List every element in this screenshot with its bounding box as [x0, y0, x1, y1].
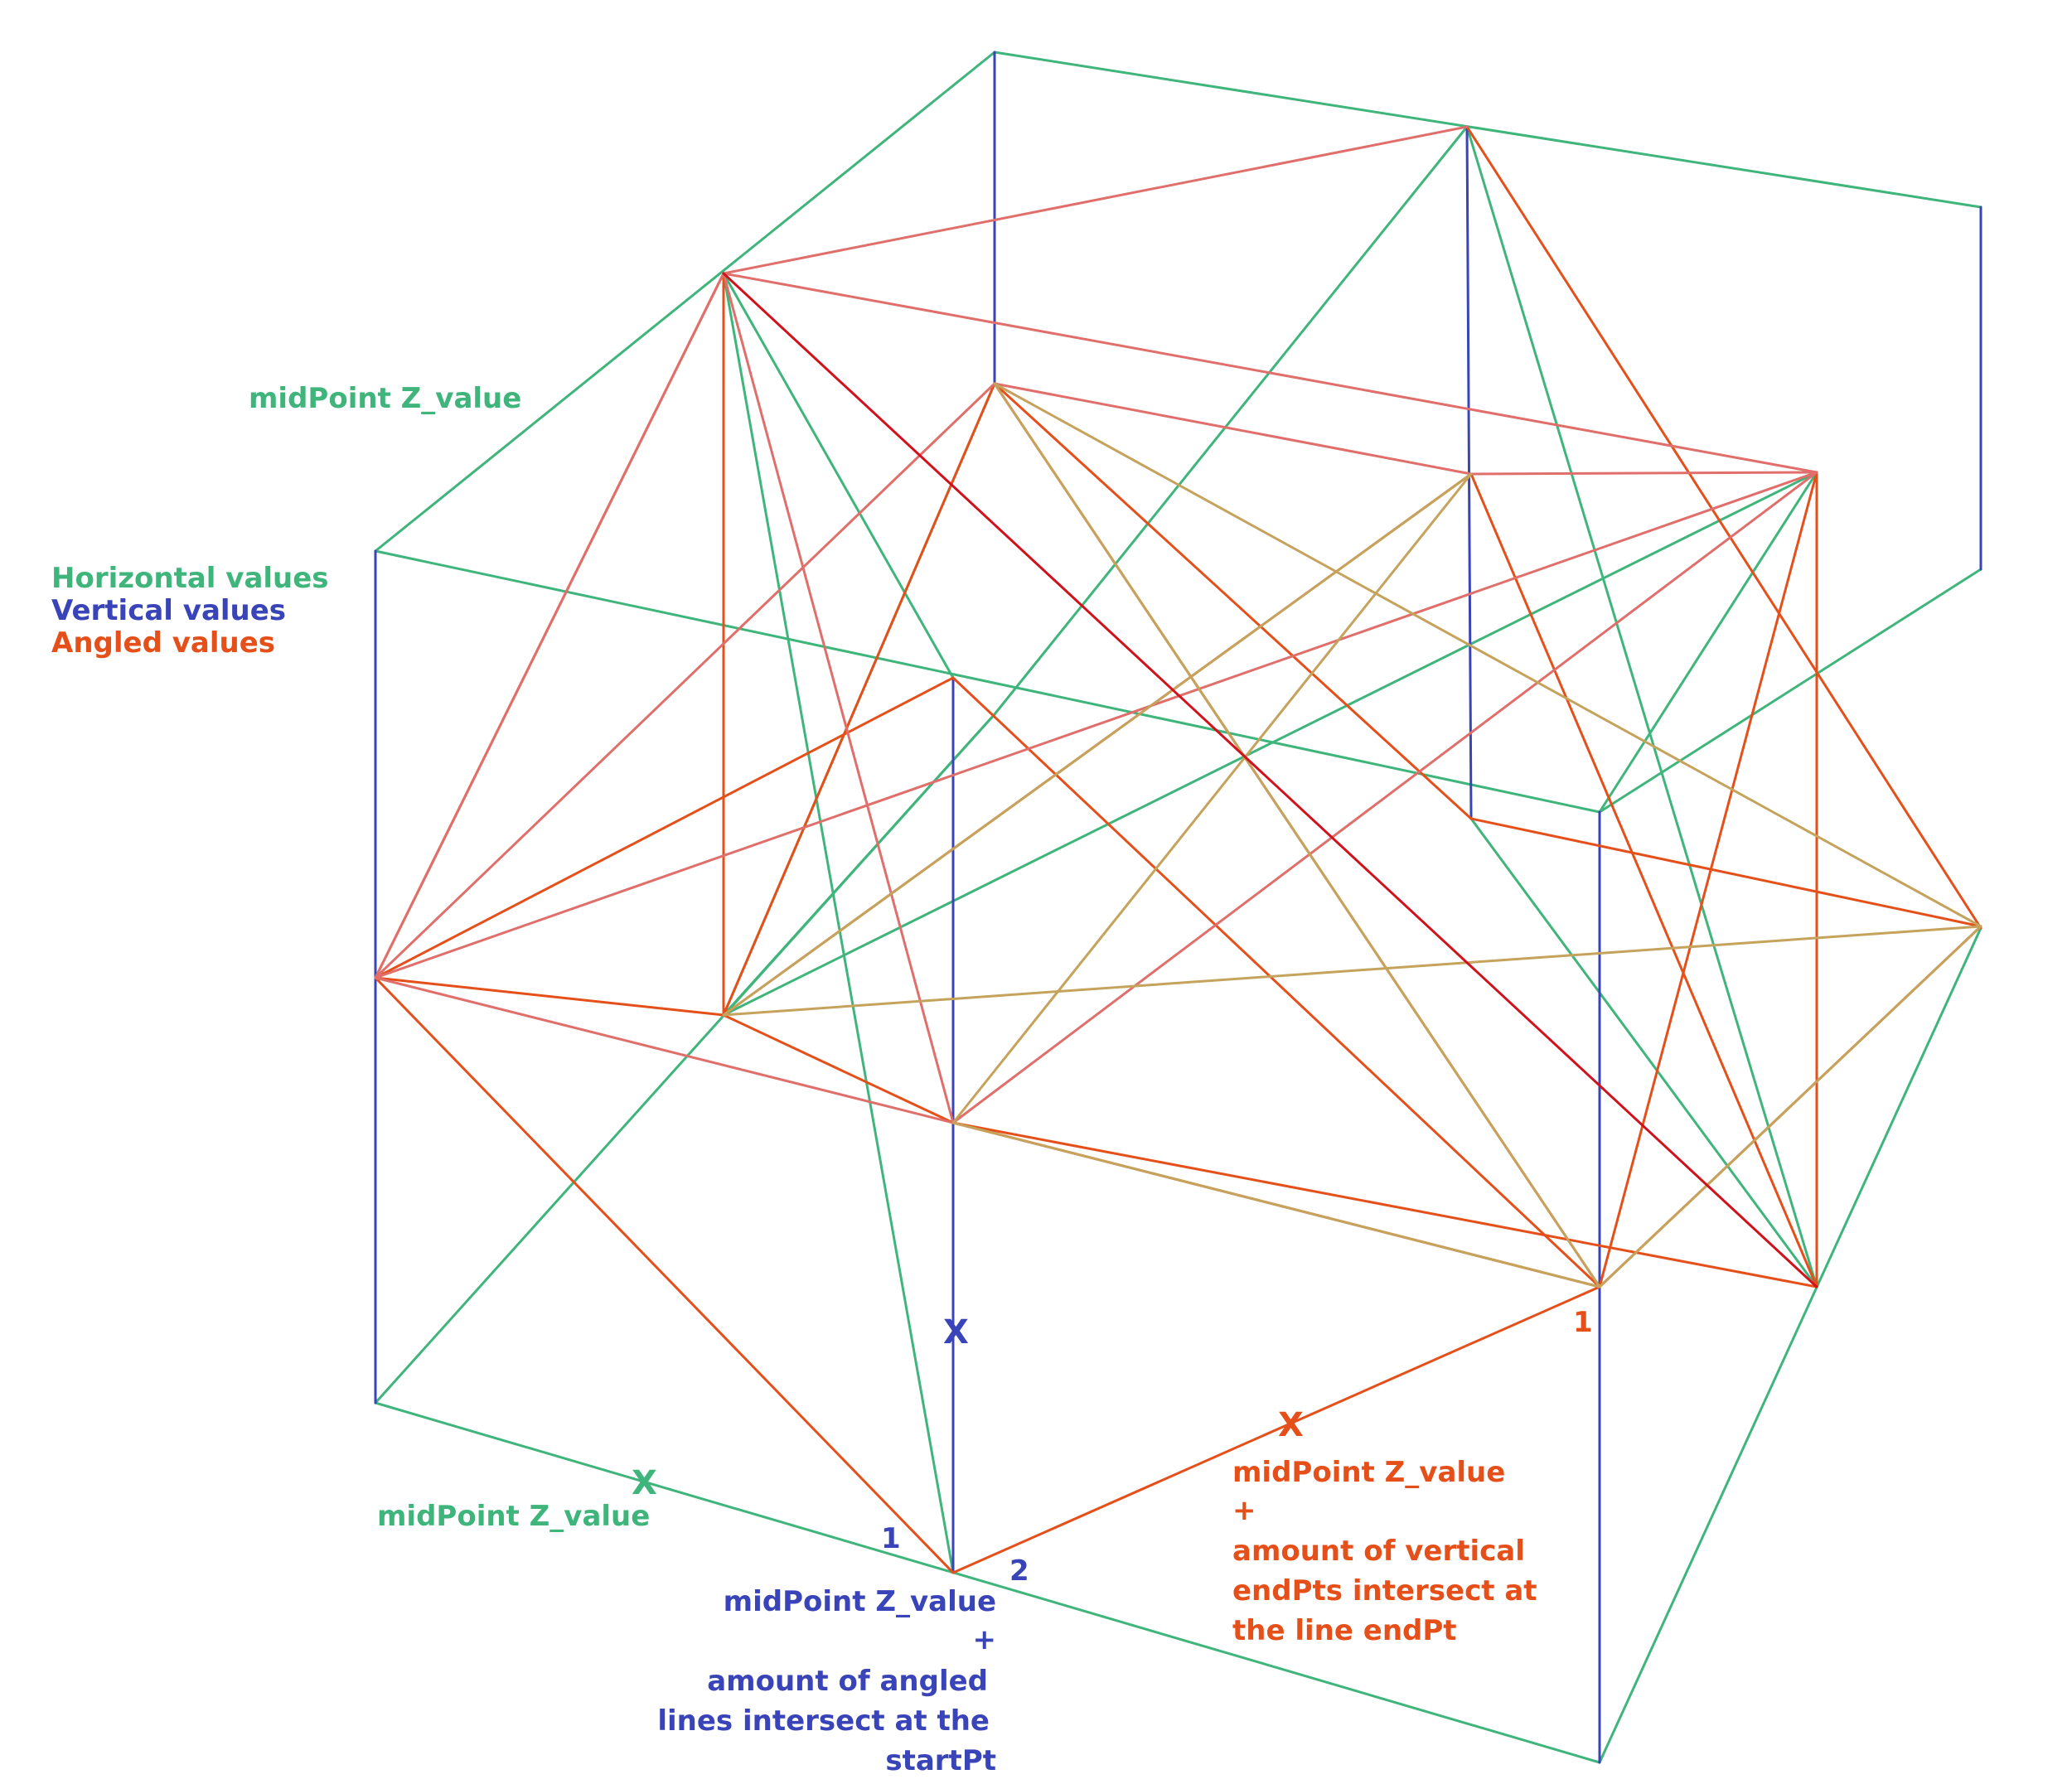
horizontal-edge [722, 713, 996, 1017]
horizontal-edge [722, 272, 955, 1574]
angled-edge [374, 976, 725, 1017]
pink-edge [951, 471, 1818, 1124]
pink-edge [374, 272, 725, 979]
vertical-note-line3: lines intersect at the [657, 1704, 990, 1738]
tan-edge [951, 472, 1473, 1124]
angled-edge [1469, 472, 1818, 1288]
top-midpoint-label: midPoint Z_value [249, 382, 521, 415]
tan-edge [951, 1121, 1601, 1288]
horizontal-midpoint-mark: X [632, 1464, 657, 1502]
pink-edge [374, 382, 996, 979]
angled-note-line3: endPts intersect at [1232, 1574, 1537, 1608]
legend-horizontal: Horizontal values [51, 562, 329, 595]
legend-angled: Angled values [51, 626, 275, 660]
angled-edge [374, 976, 955, 1574]
angled-edge [951, 676, 1601, 1288]
angled-annotation: 1 X midPoint Z_value + amount of vertica… [1232, 1306, 1593, 1647]
angled-edge [722, 1013, 955, 1124]
horizontal-edge [993, 125, 1469, 716]
angled-edge [1598, 471, 1818, 1288]
angled-note-line2: amount of vertical [1232, 1535, 1525, 1568]
horizontal-annotation: X midPoint Z_value [377, 1464, 657, 1533]
legend-vertical: Vertical values [51, 594, 286, 627]
horizontal-edge [1598, 568, 1982, 814]
tan-edge [993, 382, 1601, 1288]
angled-note-line4: the line endPt [1232, 1614, 1457, 1647]
horizontal-edge [993, 51, 1982, 209]
angled-edge [722, 382, 996, 1017]
pink-edge [722, 272, 1818, 474]
tan-edge [722, 925, 1982, 1017]
vertical-note-line2: amount of angled [707, 1665, 988, 1698]
horizontal-midpoint-label: midPoint Z_value [377, 1500, 650, 1533]
pink-edge [374, 976, 955, 1124]
horizontal-edge [1469, 817, 1818, 1288]
angled-edge [1469, 817, 1982, 928]
angled-edge [951, 1285, 1601, 1574]
horizontal-edge [374, 51, 996, 553]
tan-edge [993, 382, 1982, 928]
angled-edge [951, 1121, 1818, 1288]
angled-edge [993, 382, 1473, 820]
horizontal-edge [1598, 471, 1818, 814]
red-edge [722, 272, 1818, 1288]
pink-edge [722, 125, 1469, 275]
horizontal-edge [722, 471, 1818, 1017]
vertical-num-1: 1 [881, 1522, 901, 1555]
horizontal-edge [374, 549, 1601, 814]
vertical-note-plus: + [973, 1623, 997, 1656]
horizontal-edge [722, 272, 955, 679]
pink-edge [993, 382, 1473, 476]
angled-edge [374, 676, 955, 979]
pink-edge [722, 272, 955, 1124]
vertical-note-line1: midPoint Z_value [724, 1585, 996, 1618]
vertical-annotation: X 1 2 midPoint Z_value + amount of angle… [657, 1313, 1029, 1777]
pink-edge [1469, 471, 1818, 476]
horizontal-edge [374, 1401, 1601, 1764]
angled-note-plus: + [1232, 1494, 1256, 1527]
vertical-note-line4: startPt [885, 1744, 996, 1777]
angled-midpoint-mark: X [1278, 1406, 1304, 1444]
vertical-num-2: 2 [1009, 1554, 1029, 1588]
pink-edge [374, 471, 1818, 979]
diagram-edges [374, 51, 1982, 1764]
tan-edge [1598, 925, 1982, 1288]
tan-edge [722, 472, 1473, 1017]
horizontal-edge [1465, 125, 1818, 1288]
angled-edge [1465, 125, 1982, 930]
legend: Horizontal values Vertical values Angled… [51, 562, 329, 660]
angled-num-1: 1 [1573, 1306, 1593, 1339]
vertical-midpoint-mark: X [943, 1313, 969, 1351]
angled-note-line1: midPoint Z_value [1232, 1456, 1505, 1489]
horizontal-edge [1598, 926, 1982, 1764]
